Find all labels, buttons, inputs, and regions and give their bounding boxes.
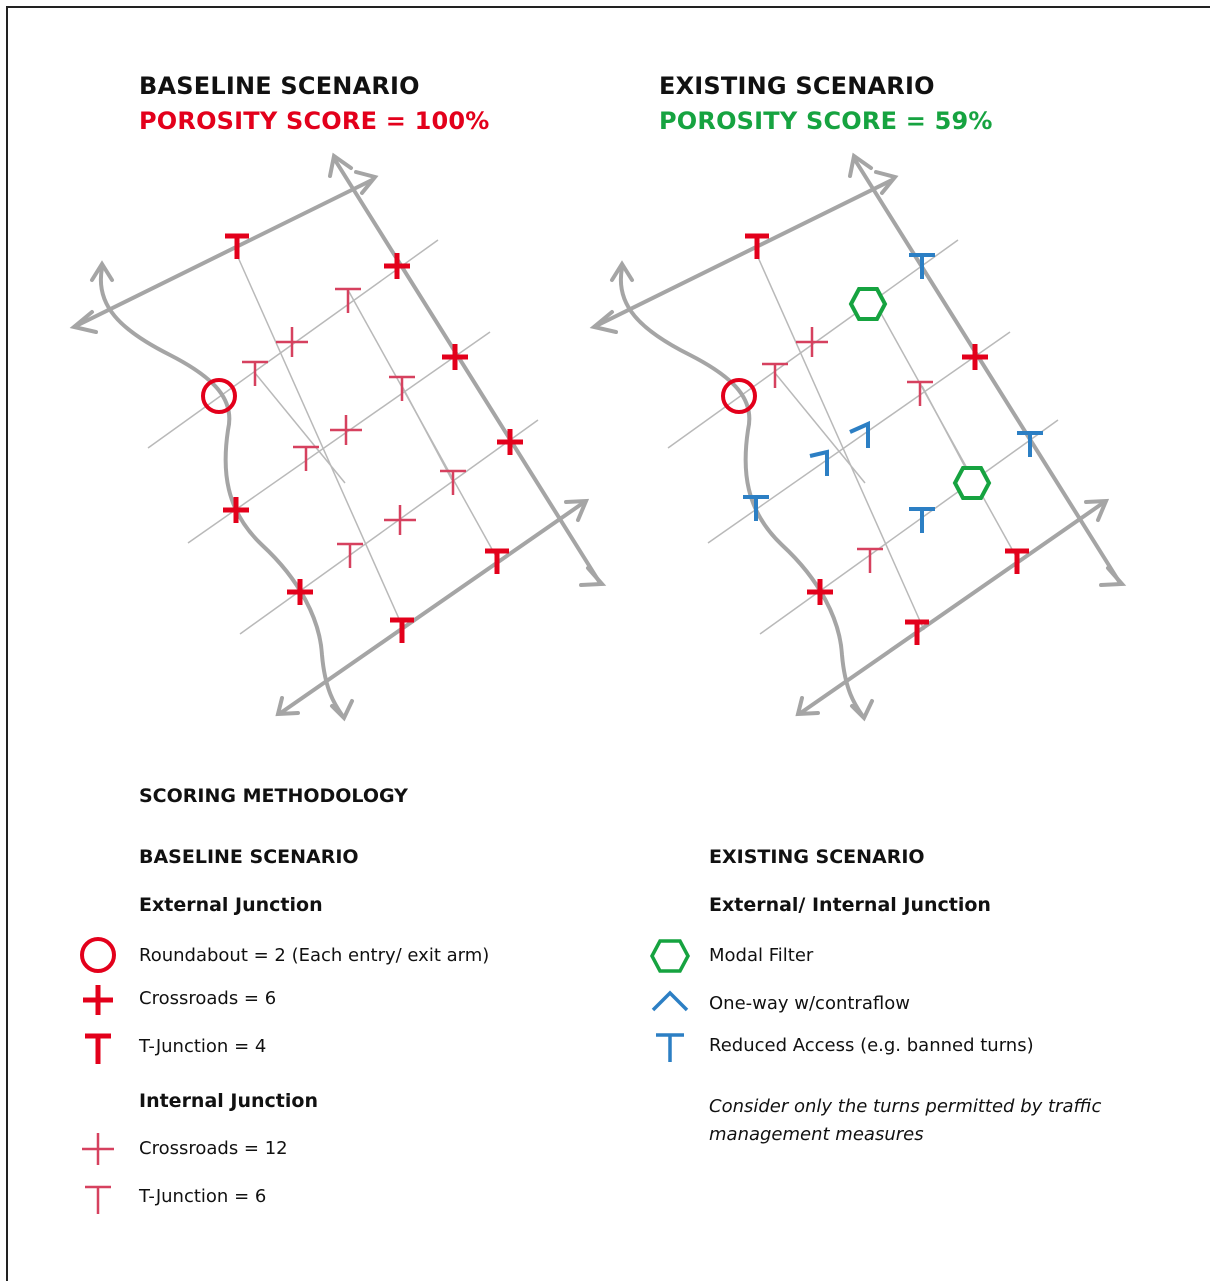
methodology-note: Consider only the turns permitted by tra…: [709, 1096, 1102, 1145]
roundabout-circle-icon: [80, 937, 116, 973]
network-diagrams: [69, 152, 1127, 722]
external-internal-heading: External/ Internal Junction: [709, 894, 991, 916]
baseline-score: POROSITY SCORE = 100%: [139, 107, 490, 135]
existing-title: EXISTING SCENARIO: [659, 72, 935, 100]
oneway-label: One-way w/contraflow: [709, 993, 910, 1014]
t-junction-blue-icon: [656, 1033, 684, 1062]
baseline-main-roads: [76, 158, 602, 717]
crossroads-external-label: Crossroads = 6: [139, 988, 277, 1009]
existing-arrowheads: [589, 152, 1127, 722]
crossroads-bold-icon: [83, 985, 113, 1015]
modal-filter-label: Modal Filter: [709, 945, 814, 966]
baseline-legend-heading: BASELINE SCENARIO: [139, 846, 359, 868]
oneway-marker-2: [809, 449, 829, 476]
baseline-diagram: [69, 152, 607, 722]
baseline-title: BASELINE SCENARIO: [139, 72, 420, 100]
methodology-title: SCORING METHODOLOGY: [139, 785, 408, 807]
t-junction-thin-icon: [85, 1185, 111, 1214]
existing-legend-heading: EXISTING SCENARIO: [709, 846, 925, 868]
t-junction-bold-icon: [85, 1033, 111, 1064]
oneway-marker-1: [849, 420, 870, 448]
existing-score: POROSITY SCORE = 59%: [659, 107, 993, 135]
tjunction-external-label: T-Junction = 4: [139, 1036, 267, 1057]
crossroads-thin-icon: [82, 1133, 114, 1165]
figure-frame: [6, 6, 1210, 1281]
existing-main-roads: [596, 158, 1122, 717]
internal-junction-heading: Internal Junction: [139, 1090, 318, 1112]
existing-diagram: [589, 152, 1127, 722]
baseline-arrowheads: [69, 152, 607, 722]
chevron-up-icon: [651, 990, 689, 1012]
external-junction-heading: External Junction: [139, 894, 323, 916]
reduced-access-label: Reduced Access (e.g. banned turns): [709, 1035, 1034, 1056]
crossroads-internal-label: Crossroads = 12: [139, 1138, 288, 1159]
roundabout-label: Roundabout = 2 (Each entry/ exit arm): [139, 945, 490, 966]
tjunction-internal-label: T-Junction = 6: [139, 1186, 267, 1207]
hexagon-icon: [650, 939, 690, 973]
